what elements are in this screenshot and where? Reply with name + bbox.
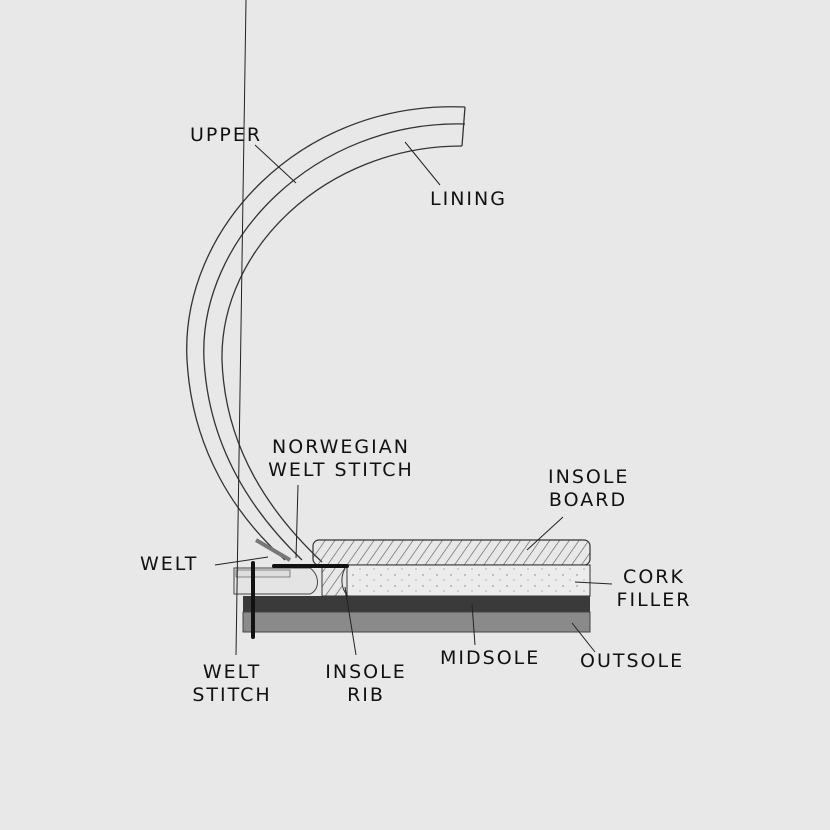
label-outsole: OUTSOLE xyxy=(580,650,685,672)
label-lining: LINING xyxy=(430,188,507,210)
label-line: STITCH xyxy=(192,684,272,706)
label-line: INSOLE xyxy=(548,466,630,488)
label-line: FILLER xyxy=(616,589,692,611)
label-welt: WELT xyxy=(140,553,199,575)
leader-lines xyxy=(214,0,613,656)
label-midsole: MIDSOLE xyxy=(440,647,541,669)
insole-board xyxy=(312,539,591,566)
label-line: WELT STITCH xyxy=(268,459,414,481)
insole-rib xyxy=(321,564,350,597)
label-line: RIB xyxy=(347,684,385,706)
upper-outer-edge xyxy=(186,106,466,561)
label-line: WELT xyxy=(202,661,262,683)
upper-inner-edge xyxy=(203,123,466,561)
label-line: CORK xyxy=(623,566,685,588)
label-line: NORWEGIAN xyxy=(272,436,410,458)
label-line: BOARD xyxy=(548,489,628,511)
label-upper: UPPER xyxy=(190,124,263,146)
lining-inner-edge xyxy=(221,145,463,563)
midsole xyxy=(243,596,590,612)
outsole xyxy=(242,611,591,633)
label-line: INSOLE xyxy=(325,661,407,683)
